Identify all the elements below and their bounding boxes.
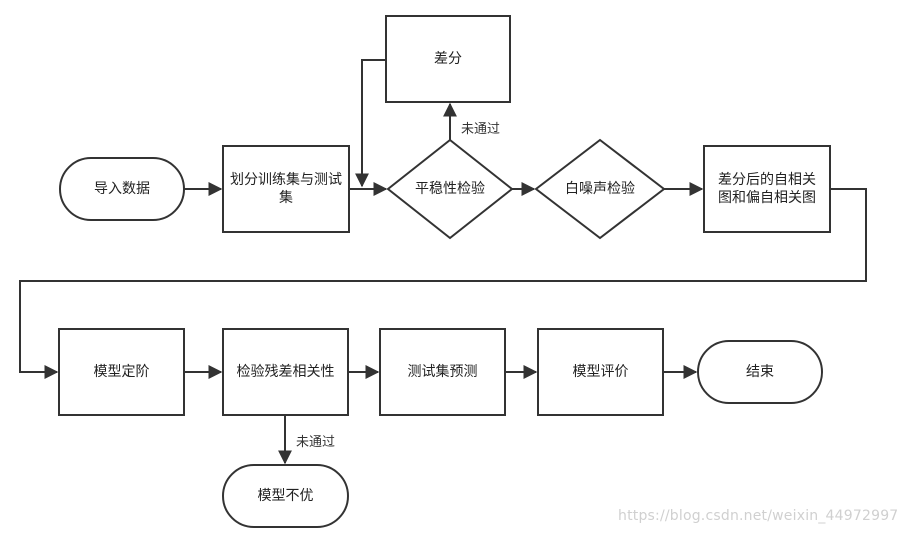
acf-box-shape <box>703 145 831 233</box>
split-box-shape <box>222 145 350 233</box>
predict-node: 测试集预测 <box>407 364 478 380</box>
end-node: 结束 <box>746 364 774 380</box>
stationarity-diamond-shape <box>386 138 514 240</box>
whitenoise-node: 白噪声检验 <box>565 181 635 197</box>
edge-label-fail-top: 未通过 <box>461 122 501 137</box>
end-terminal-shape <box>697 340 823 404</box>
whitenoise-diamond-shape <box>534 138 666 240</box>
diff-node: 差分 <box>434 51 462 67</box>
edge-acf-order <box>19 188 867 379</box>
edge-diff-back <box>355 59 386 188</box>
edge-label-fail-bottom: 未通过 <box>296 435 336 450</box>
residual-node: 检验残差相关性 <box>236 364 335 380</box>
diff-box-shape <box>385 15 511 103</box>
watermark: https://blog.csdn.net/weixin_44972997 <box>618 508 898 524</box>
order-node: 模型定阶 <box>93 364 150 380</box>
split-node: 划分训练集与测试集 <box>230 172 342 206</box>
stationarity-node: 平稳性检验 <box>415 181 485 197</box>
acf-node: 差分后的自相关图和偏自相关图 <box>718 172 816 206</box>
import-node: 导入数据 <box>94 181 150 197</box>
residual-box-shape <box>222 328 349 416</box>
evaluate-node: 模型评价 <box>572 364 629 380</box>
bad-node: 模型不优 <box>257 488 314 504</box>
bad-terminal-shape <box>222 464 349 528</box>
